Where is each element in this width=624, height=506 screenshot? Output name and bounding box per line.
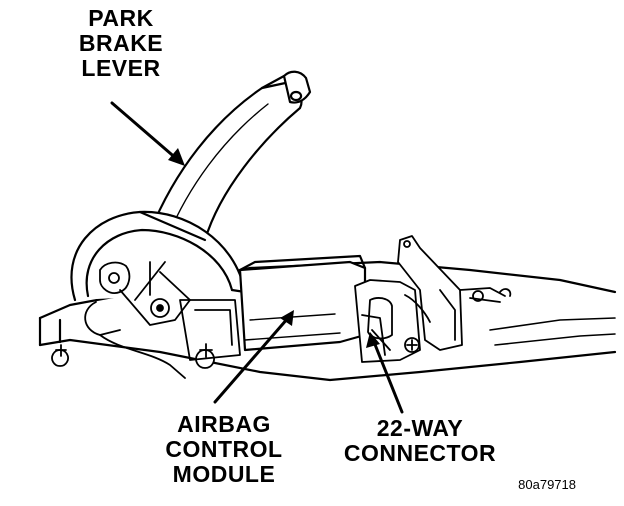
- arrow-connector: [372, 340, 404, 414]
- leader-arrows: [110, 101, 404, 414]
- label-park-brake-line-1: PARK: [88, 5, 154, 31]
- arrow-head-connector: [366, 332, 380, 348]
- figure-code: 80a79718: [518, 477, 576, 492]
- label-airbag-line-2: CONTROL: [165, 436, 283, 462]
- lever-mechanism: [51, 261, 241, 379]
- arrow-head-airbag-module: [280, 310, 294, 326]
- arrow-head-park-brake: [168, 148, 185, 166]
- airbag-control-module-drawing: [238, 254, 367, 352]
- label-airbag-line-1: AIRBAG: [177, 411, 271, 437]
- label-park-brake-line-2: BRAKE: [78, 30, 164, 56]
- label-airbag-control-module: AIRBAG CONTROL MODULE: [154, 412, 294, 487]
- lever-shroud: [70, 210, 247, 302]
- label-airbag-line-3: MODULE: [172, 461, 276, 487]
- label-connector-line-1: 22-WAY: [376, 415, 464, 441]
- arrow-airbag-module: [213, 316, 290, 404]
- label-park-brake-lever: PARK BRAKE LEVER: [56, 6, 186, 81]
- label-connector-line-2: CONNECTOR: [343, 440, 497, 466]
- label-22-way-connector: 22-WAY CONNECTOR: [330, 416, 510, 466]
- arrow-park-brake: [110, 101, 180, 162]
- label-park-brake-line-3: LEVER: [81, 55, 161, 81]
